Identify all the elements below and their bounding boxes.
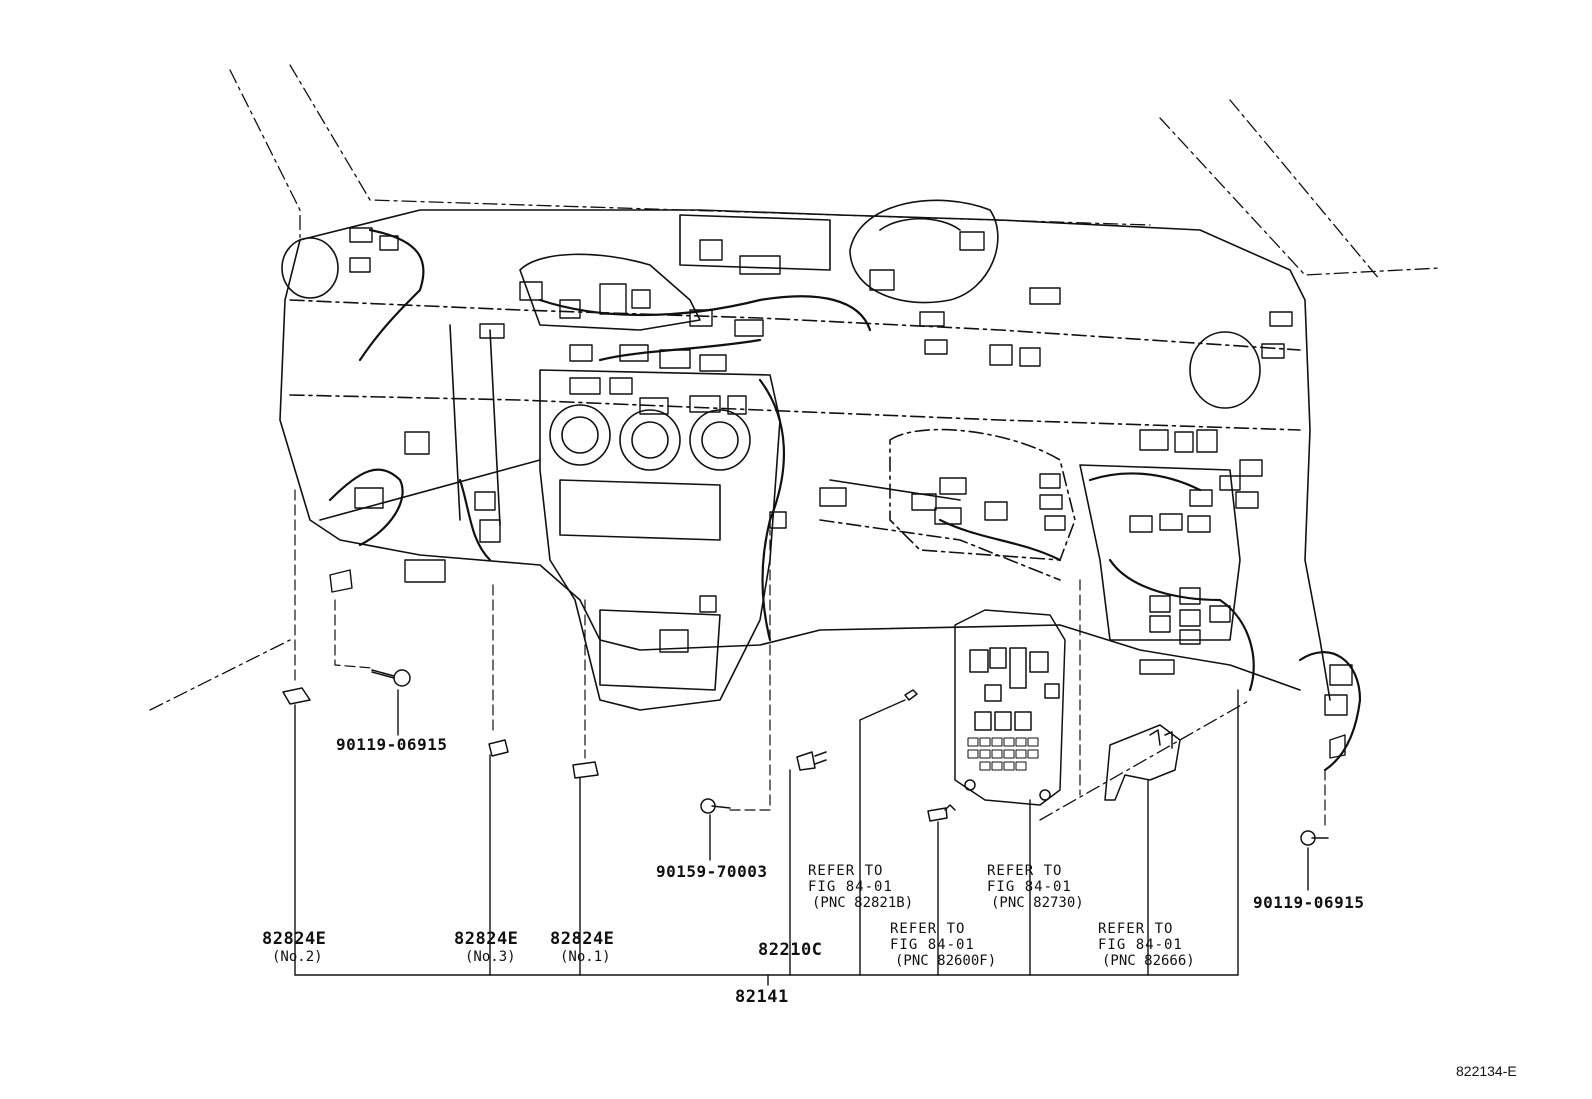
harness-part-number: 82141	[735, 987, 789, 1007]
ref-82821b-line1: REFER TO	[808, 863, 884, 879]
ref-82600f-line1: REFER TO	[890, 921, 966, 937]
dash-connectors	[329, 227, 1353, 759]
figure-number: 822134-E	[1456, 1063, 1517, 1079]
leader-lines	[294, 689, 1309, 986]
clamp-no1-part-number: 82824E	[550, 929, 615, 949]
loose-parts	[282, 669, 1329, 846]
clamp-no3-sub: (No.3)	[465, 949, 516, 965]
ref-82730-line3: (PNC 82730)	[991, 895, 1084, 911]
ref-82600f-line2: FIG 84-01	[890, 937, 975, 953]
dashboard-body	[279, 199, 1331, 711]
ref-82821b-line3: (PNC 82821B)	[812, 895, 914, 911]
ref-82730-line1: REFER TO	[987, 863, 1063, 879]
clamp-no2-sub: (No.2)	[272, 949, 323, 965]
clamp-no1-sub: (No.1)	[560, 949, 611, 965]
ref-82666-line2: FIG 84-01	[1098, 937, 1183, 953]
bolt-part-number-left: 90119-06915	[336, 735, 448, 754]
mount-guide-lines	[294, 489, 1326, 829]
relay-bracket	[1104, 724, 1181, 801]
harness-wires	[328, 228, 1362, 772]
junction-block	[954, 609, 1066, 806]
clamp-no2-part-number: 82824E	[262, 929, 327, 949]
ref-82600f-line3: (PNC 82600F)	[895, 953, 997, 969]
clamp-no3-part-number: 82824E	[454, 929, 519, 949]
ref-82666-line3: (PNC 82666)	[1102, 953, 1195, 969]
ref-82666-line1: REFER TO	[1098, 921, 1174, 937]
bolt-part-number-right: 90119-06915	[1253, 893, 1365, 912]
connector-part-number: 82210C	[758, 940, 823, 960]
body-outline-lines	[149, 64, 1441, 821]
bolt-part-number-center: 90159-70003	[656, 862, 768, 881]
ref-82730-line2: FIG 84-01	[987, 879, 1072, 895]
ref-82821b-line2: FIG 84-01	[808, 879, 893, 895]
